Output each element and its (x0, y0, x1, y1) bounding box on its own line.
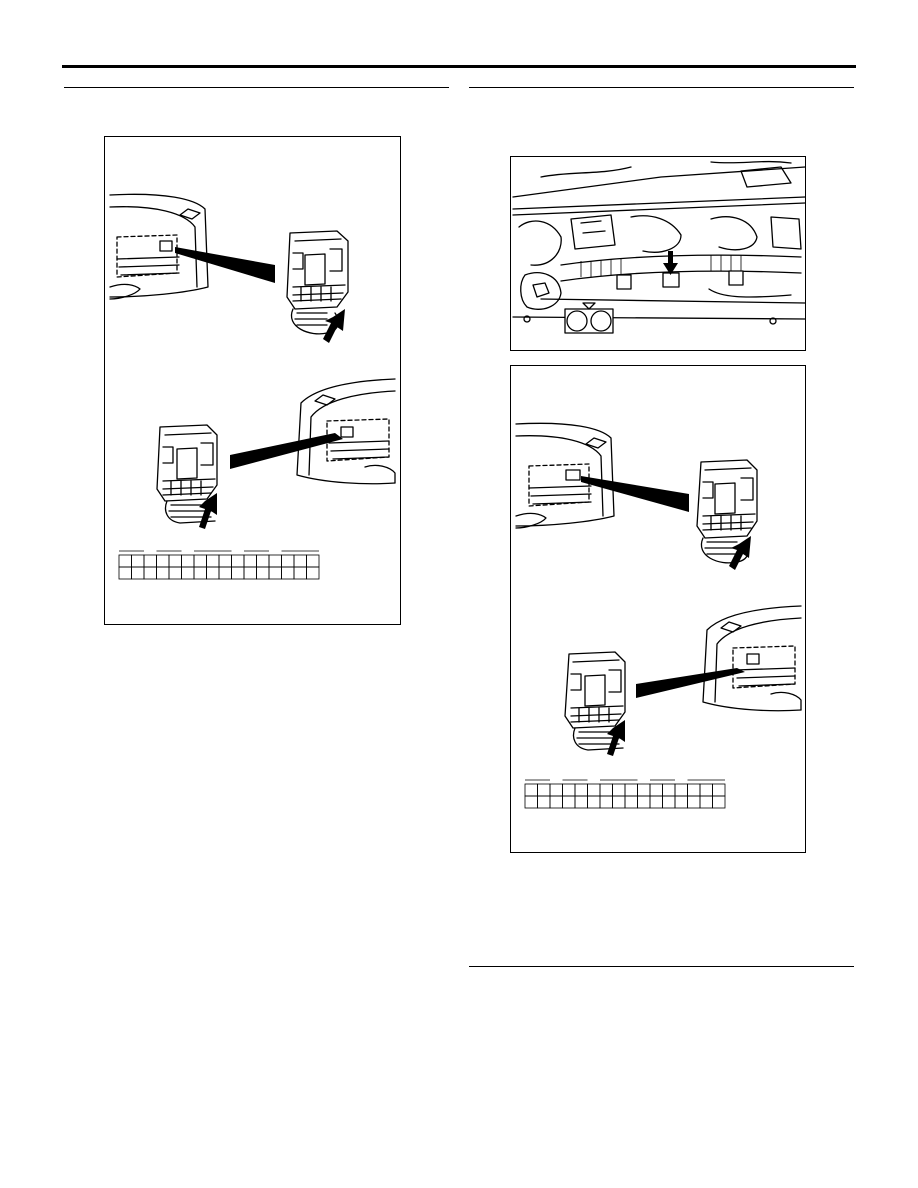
connector-pin-cell (599, 783, 613, 797)
connector-pin-cell (662, 795, 676, 809)
connector-pin-cell (231, 566, 245, 580)
connector-pin-cell (293, 566, 307, 580)
connector-pin-cell (599, 795, 613, 809)
connector-pin-cell (193, 566, 207, 580)
connector-pin-cell (687, 795, 701, 809)
connector-pin-cell (524, 783, 538, 797)
connector-pin-cell (306, 566, 320, 580)
connector-pin-cell (143, 554, 157, 568)
connector-pin-cell (537, 783, 551, 797)
connector-pin-cell (268, 566, 282, 580)
connector-pin-cell (218, 566, 232, 580)
right-column-bottom-rule (469, 966, 854, 967)
ecu-module-bottom (156, 424, 218, 524)
arrow-up-icon (607, 720, 625, 756)
connector-pin-cell (281, 554, 295, 568)
connector-pin-cell (562, 795, 576, 809)
connector-pin-cell (243, 554, 257, 568)
connector-pin-cell (168, 554, 182, 568)
figure-ecu-connector-right (510, 365, 806, 853)
dashboard-top (515, 422, 689, 529)
connector-pin-cell (549, 795, 563, 809)
connector-pin-cell (624, 795, 638, 809)
connector-pin-cell (637, 783, 651, 797)
figure-ecu-connector-left (104, 136, 401, 625)
arrow-up-icon (323, 309, 345, 343)
connector-pin-cell (712, 795, 726, 809)
ecu-module-top (286, 230, 349, 335)
connector-pin-cell (293, 554, 307, 568)
ecu-module-top (696, 459, 758, 564)
arrow-up-icon (199, 493, 217, 529)
connector-pin-cell (574, 783, 588, 797)
connector-pin-cell (587, 795, 601, 809)
connector-pin-cell (156, 566, 170, 580)
connector-pin-cell (193, 554, 207, 568)
connector-pin-cell (699, 795, 713, 809)
connector-pin-cell (687, 783, 701, 797)
connector-pin-cell (712, 783, 726, 797)
connector-pin-cell (537, 795, 551, 809)
arrow-up-icon (729, 536, 751, 570)
connector-pin-grid (118, 550, 320, 580)
connector-pin-cell (131, 554, 145, 568)
header-rule (62, 65, 856, 68)
connector-pin-cell (168, 566, 182, 580)
connector-pin-cell (281, 566, 295, 580)
connector-pin-cell (206, 554, 220, 568)
connector-pin-cell (143, 566, 157, 580)
connector-pin-cell (549, 783, 563, 797)
connector-pin-cell (268, 554, 282, 568)
connector-pin-cell (649, 783, 663, 797)
ecu-illustration-2 (515, 422, 802, 809)
engine-harness-illustration (512, 160, 805, 334)
connector-pin-cell (524, 795, 538, 809)
connector-pin-cell (649, 795, 663, 809)
connector-pin-cell (181, 566, 195, 580)
connector-pin-cell (699, 783, 713, 797)
connector-pin-cell (662, 783, 676, 797)
connector-pin-cell (118, 566, 132, 580)
connector-face (564, 302, 614, 334)
connector-pin-cell (674, 783, 688, 797)
connector-pin-cell (218, 554, 232, 568)
connector-pin-cell (637, 795, 651, 809)
connector-pin-cell (206, 566, 220, 580)
dashboard-bottom (230, 378, 396, 485)
right-column-rule (469, 87, 854, 88)
connector-pin-cell (624, 783, 638, 797)
connector-pin-cell (118, 554, 132, 568)
ecu-module-bottom (564, 651, 626, 751)
ecu-illustration (109, 193, 396, 580)
connector-pin-cell (181, 554, 195, 568)
left-column-rule (64, 87, 449, 88)
figure-engine-harness (510, 156, 806, 351)
connector-pin-cell (562, 783, 576, 797)
connector-pin-cell (243, 566, 257, 580)
arrow-down-icon (663, 251, 678, 275)
dashboard-top (109, 193, 275, 300)
connector-pin-cell (612, 795, 626, 809)
connector-pin-cell (587, 783, 601, 797)
connector-pin-cell (574, 795, 588, 809)
connector-pin-grid (524, 779, 726, 809)
connector-pin-cell (612, 783, 626, 797)
connector-pin-cell (256, 566, 270, 580)
connector-pin-cell (131, 566, 145, 580)
connector-pin-cell (674, 795, 688, 809)
connector-pin-cell (231, 554, 245, 568)
dashboard-bottom (636, 605, 802, 712)
connector-pin-cell (156, 554, 170, 568)
connector-pin-cell (256, 554, 270, 568)
connector-pin-cell (306, 554, 320, 568)
